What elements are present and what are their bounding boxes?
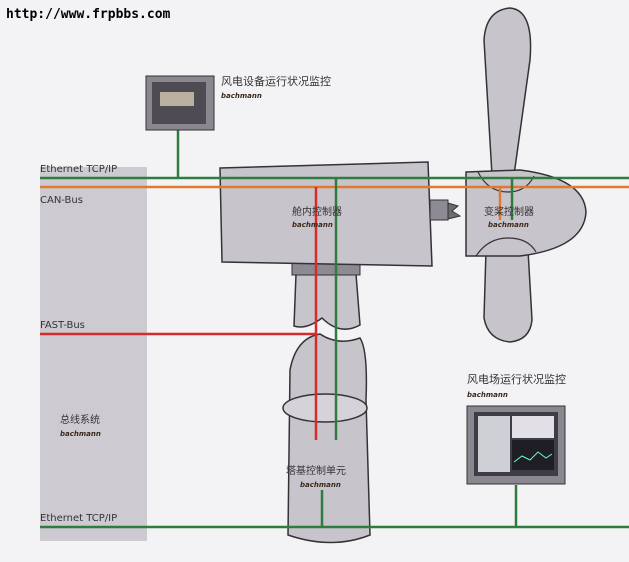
can-bus-label: CAN-Bus xyxy=(40,195,83,206)
tower-base-brand: bachmann xyxy=(300,481,341,489)
tower-base-label: 塔基控制单元 xyxy=(286,464,346,477)
farm-monitor-panel xyxy=(466,405,566,485)
rotor-blade-bottom xyxy=(483,249,533,343)
tower-base xyxy=(282,333,371,544)
ethernet-top-label: Ethernet TCP/IP xyxy=(40,164,117,175)
bus-system-brand: bachmann xyxy=(60,430,101,438)
wt-monitor-panel xyxy=(145,75,215,131)
pitch-controller-brand: bachmann xyxy=(488,221,529,229)
bus-system-panel xyxy=(40,167,147,541)
rotor-hub xyxy=(465,169,587,257)
rotor-blade-top xyxy=(483,7,532,176)
watermark-url: http://www.frpbbs.com xyxy=(6,7,171,22)
ethernet-bottom-label: Ethernet TCP/IP xyxy=(40,513,117,524)
pitch-controller-label: 变桨控制器 xyxy=(484,205,534,218)
bus-system-label: 总线系统 xyxy=(60,413,100,426)
tower-top xyxy=(293,273,361,330)
wt-monitor-brand: bachmann xyxy=(221,92,262,100)
wt-monitor-label: 风电设备运行状况监控 xyxy=(221,74,331,88)
farm-monitor-brand: bachmann xyxy=(467,391,508,399)
nacelle-controller-label: 舱内控制器 xyxy=(292,205,342,218)
farm-monitor-label: 风电场运行状况监控 xyxy=(467,372,566,386)
main-shaft xyxy=(429,199,462,221)
fast-bus-label: FAST-Bus xyxy=(40,320,85,331)
nacelle-controller-brand: bachmann xyxy=(292,221,333,229)
